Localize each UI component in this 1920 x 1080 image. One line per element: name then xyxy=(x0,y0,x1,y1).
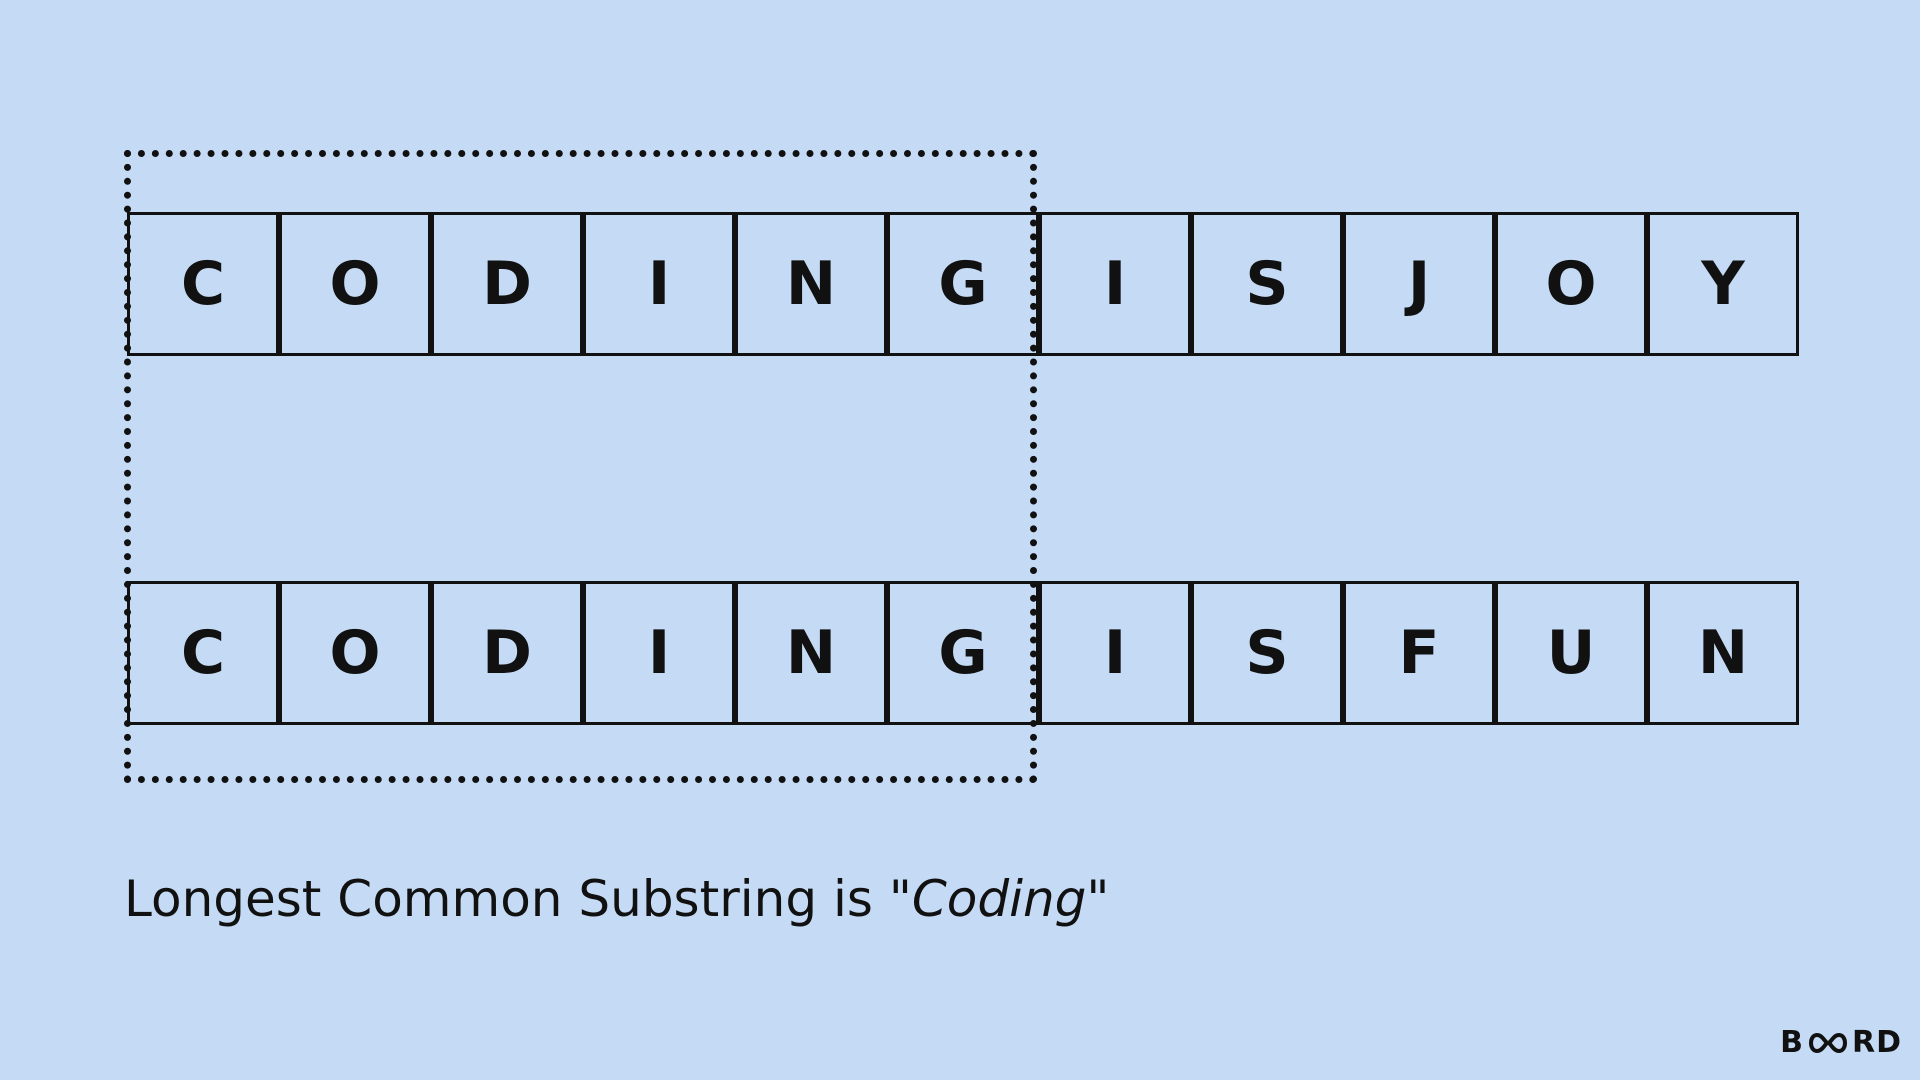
string-a-cell: O xyxy=(279,212,431,356)
infinity-loop-icon xyxy=(1805,1031,1851,1055)
string-b-cell: C xyxy=(127,581,279,725)
string-a-cell: G xyxy=(887,212,1039,356)
string-b-cell: G xyxy=(887,581,1039,725)
string-a-cell: O xyxy=(1495,212,1647,356)
string-a-cell: J xyxy=(1343,212,1495,356)
string-b-cell: I xyxy=(1039,581,1191,725)
string-b-cell: N xyxy=(1647,581,1799,725)
caption-highlight: "Coding" xyxy=(888,870,1110,928)
string-b-cell: I xyxy=(583,581,735,725)
caption: Longest Common Substring is "Coding" xyxy=(124,870,1109,928)
string-a-cell: I xyxy=(583,212,735,356)
board-logo: B RD xyxy=(1780,1025,1902,1060)
string-a-cell: D xyxy=(431,212,583,356)
string-b-cell: F xyxy=(1343,581,1495,725)
string-b-cell: O xyxy=(279,581,431,725)
string-a-cell: S xyxy=(1191,212,1343,356)
string-b-cell: N xyxy=(735,581,887,725)
string-b-cell: U xyxy=(1495,581,1647,725)
string-a-cell: I xyxy=(1039,212,1191,356)
string-a-cell: N xyxy=(735,212,887,356)
caption-prefix: Longest Common Substring is xyxy=(124,870,889,928)
logo-text-right: RD xyxy=(1851,1025,1902,1060)
string-a-cell: C xyxy=(127,212,279,356)
string-a-cell: Y xyxy=(1647,212,1799,356)
string-b-cell: D xyxy=(431,581,583,725)
string-b-cell: S xyxy=(1191,581,1343,725)
logo-text-left: B xyxy=(1780,1025,1804,1060)
